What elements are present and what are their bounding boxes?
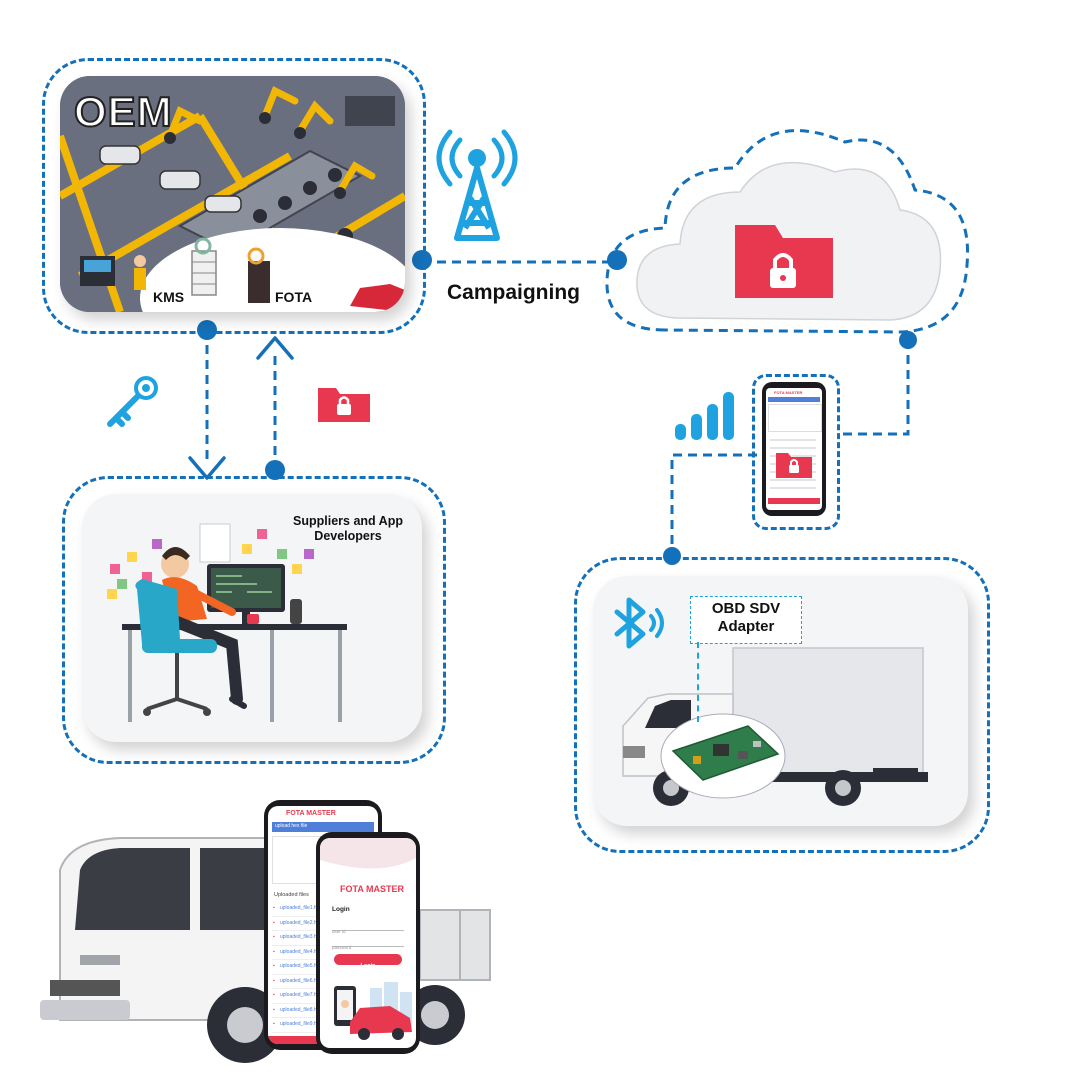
password-field[interactable]: password [332,936,404,950]
suppliers-panel: Suppliers and App Developers [82,494,422,742]
factory-illustration [60,76,405,312]
connector-dot [197,320,217,340]
circuit-board-icon [660,713,786,799]
connector-dot [663,547,681,565]
small-app-name: FOTA MASTER [774,390,803,395]
adapter-panel-border [574,557,990,853]
cloud-icon [605,129,970,334]
file-name: uploaded_file5.hex [280,963,322,969]
file-name: uploaded_file4.hex [280,948,322,955]
smartphone-icon: FOTA MASTER [762,382,826,516]
user-id-placeholder: user id [332,929,346,934]
signal-bars-icon [675,392,734,440]
file-name: uploaded_file9.hex [280,1021,322,1027]
adapter-label: OBD SDV Adapter [711,600,781,635]
upload-label: upload hex file [275,823,308,829]
file-name: uploaded_file6.hex [280,977,322,984]
server-icon [191,237,217,296]
login-app-name: FOTA MASTER [340,884,404,894]
truck-icon [622,647,928,806]
city-car-illustration [334,982,412,1040]
adapter-panel: OBD SDV Adapter [593,576,968,826]
cloud-phone-connector [838,340,910,436]
oem-title: OEM [73,87,173,136]
connector-dot [899,331,917,349]
suppliers-panel-border [62,476,446,764]
fota-server-icon [247,247,270,303]
phone-adapter-connector [670,453,757,556]
lock-folder-icon [776,453,812,478]
oem-panel-border [42,58,426,334]
file-name: uploaded_file2.hex [280,919,322,926]
upload-bar[interactable]: upload hex file [272,822,374,832]
adapter-label-box [690,596,802,644]
phone-login: FOTA MASTER Login user id password Login [316,832,420,1054]
adapter-pointer-line [697,642,699,722]
suppliers-label: Suppliers and App Developers [293,514,403,543]
app-name: FOTA MASTER [286,810,336,817]
radio-tower-icon [436,129,518,241]
file-name: uploaded_file7.hex [280,992,322,998]
kms-label: KMS [153,289,185,305]
file-name: uploaded_file8.hex [280,1006,322,1013]
login-title: Login [332,906,350,913]
user-id-field[interactable]: user id [332,920,404,934]
file-name: uploaded_file1.hex [280,905,322,911]
bluetooth-icon [614,597,664,649]
login-button[interactable]: Login [334,954,402,969]
lock-folder-icon [318,388,370,422]
file-name: uploaded_file3.hex [280,934,322,940]
developer-illustration [107,523,347,722]
arrow-up-icon [256,336,294,360]
campaigning-label: Campaigning [447,281,581,304]
password-placeholder: password [332,945,352,950]
lock-folder-icon [735,225,833,298]
smartphone-border [752,374,840,530]
uploaded-files-label: Uploaded files [274,892,309,898]
arrow-down-icon [188,456,226,480]
oem-panel: OEM KMS FOTA [60,76,405,312]
fota-label: FOTA [275,289,313,305]
login-button-label: Login [360,963,376,969]
key-icon [107,376,158,427]
connector-dot [265,460,285,480]
connector-dot [412,250,432,270]
